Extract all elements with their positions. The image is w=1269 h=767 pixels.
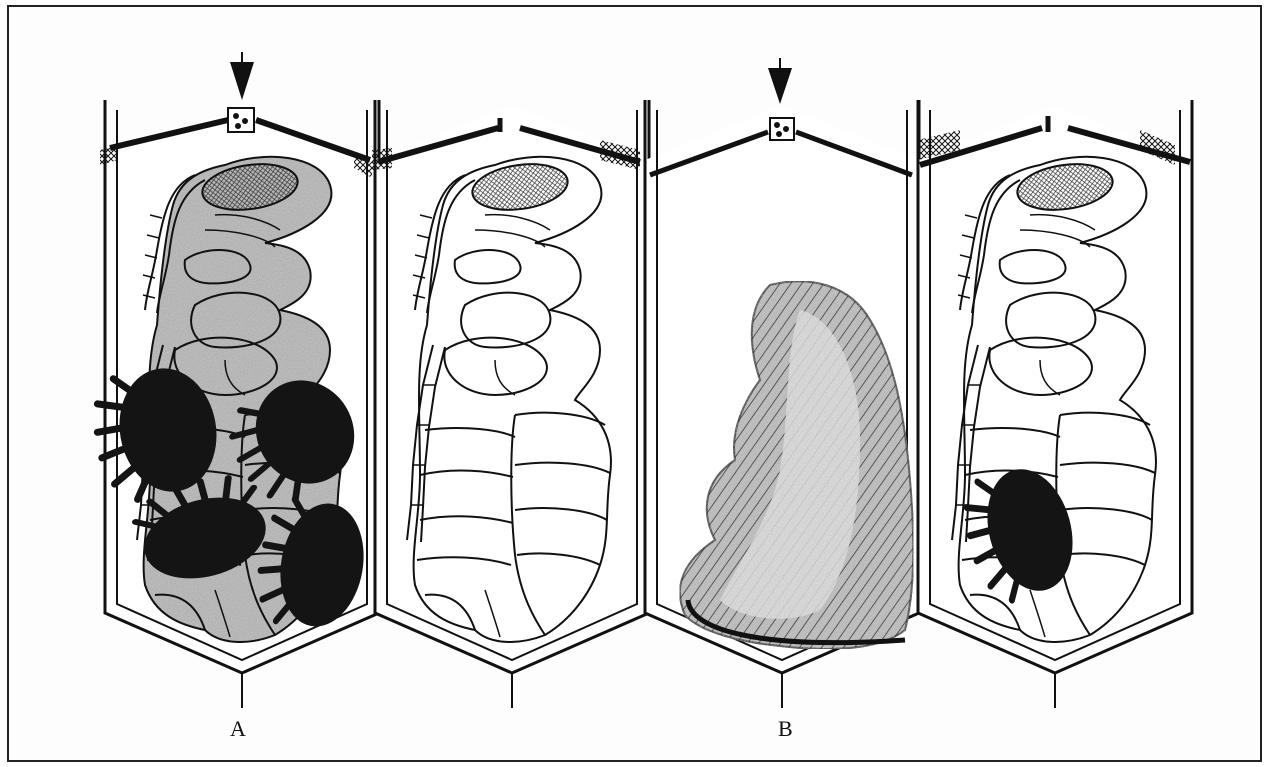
cell-a-cap-pore [228, 108, 254, 132]
arrow-b [768, 58, 792, 104]
arrow-a [230, 52, 254, 100]
panel-label-a: A [230, 716, 246, 742]
panel-label-b: B [778, 716, 793, 742]
cell-b-cap-pore [770, 118, 794, 140]
